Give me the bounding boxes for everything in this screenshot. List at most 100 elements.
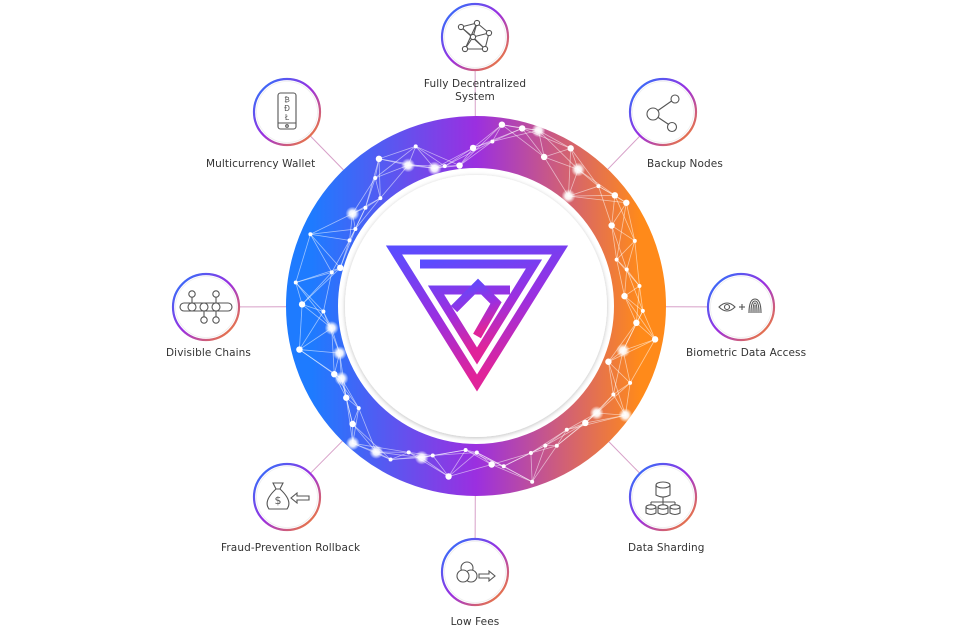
network-node [488,461,495,468]
connector-multicurrency-wallet [310,136,344,171]
network-edge [624,295,637,323]
network-edge [365,158,380,208]
network-edge [301,304,324,312]
network-edge [492,124,503,142]
label-text: Divisible Chains [166,347,251,359]
money-bag-icon: $ [266,482,310,510]
connector-data-sharding [608,441,640,474]
network-edge [374,158,380,179]
badge-data-sharding [628,462,698,532]
network-edge [459,141,493,166]
network-edge [626,240,636,270]
network-edge [530,452,533,482]
network-edge [374,177,381,199]
network-edge [432,455,449,477]
network-node [589,406,604,421]
network-edge [355,207,366,230]
network-node [430,453,435,458]
network-edge [568,195,627,204]
network-edge [310,234,333,273]
network-edge [365,197,381,209]
network-edge [625,202,636,241]
feature-label-biometric-data-access: Biometric Data Access [686,347,806,360]
network-node [554,443,559,448]
network-edge [531,445,546,482]
network-edge [608,339,656,363]
network-node [621,292,628,300]
network-node [608,222,615,229]
network-edge [566,414,626,431]
network-node [413,144,418,149]
network-node [501,464,506,469]
dollar-symbol: $ [275,494,282,507]
network-node [528,450,533,455]
network-edge [352,423,391,460]
network-node [611,392,616,397]
phone-currency-icon: ₿ÐŁ [277,92,297,130]
feature-badges: $ ₿ÐŁ [171,2,776,607]
network-edge [310,233,350,241]
network-node [614,257,619,262]
network-node [442,164,447,169]
network-edge [301,272,333,305]
center-disc [345,175,607,437]
network-edge [616,240,636,260]
network-node [637,283,642,288]
network-edge [492,128,523,142]
network-edge [616,202,627,260]
network-edge [568,148,572,197]
gradient-ring [286,116,666,496]
network-edge [465,449,492,465]
network-edge [611,195,616,226]
network-edge [611,202,627,226]
network-node [401,158,416,173]
network-node [329,270,334,275]
network-edge [310,228,356,235]
network-edge [299,349,335,375]
network-node [605,358,612,365]
network-edge [310,233,341,269]
network-edge [352,177,376,214]
network-edge [378,158,381,199]
network-edge [611,225,618,260]
network-edge [626,269,644,312]
network-edge [390,451,409,460]
network-node [373,175,378,180]
network-node [293,280,298,285]
label-text: Backup Nodes [647,158,723,170]
network-edge [448,449,466,477]
network-edge [491,452,532,465]
badge-fully-decentralized [440,2,510,72]
network-node [378,196,383,201]
network-node [363,205,368,210]
badge-divisible-chains [171,272,241,342]
network-edge [531,445,558,482]
feature-label-data-sharding: Data Sharding [628,542,705,555]
chain-split-icon [179,290,233,324]
badge-backup-nodes [628,77,698,147]
network-edge [608,361,626,416]
network-edge [299,304,303,350]
network-node [334,371,349,386]
network-node [414,450,429,465]
network-edge [608,322,637,362]
connector-backup-nodes [607,136,640,170]
network-edge [544,147,571,158]
network-edge [566,422,586,431]
feature-label-fully-decentralized: Fully Decentralized System [424,78,526,104]
network-edge [556,429,568,446]
network-node [388,457,393,462]
currency-symbol: ₿ [284,95,290,104]
eye-fingerprint-icon [718,298,762,314]
currency-symbol: Ð [284,104,290,113]
network-edge [608,361,614,395]
network-edge [634,240,640,287]
network-node [540,153,548,161]
network-edge [530,429,567,454]
feature-label-divisible-chains: Divisible Chains [166,347,251,360]
network-edge [611,225,635,242]
network-node [611,192,619,199]
network-node [474,450,479,455]
network-node [543,443,548,448]
network-node [349,420,356,428]
